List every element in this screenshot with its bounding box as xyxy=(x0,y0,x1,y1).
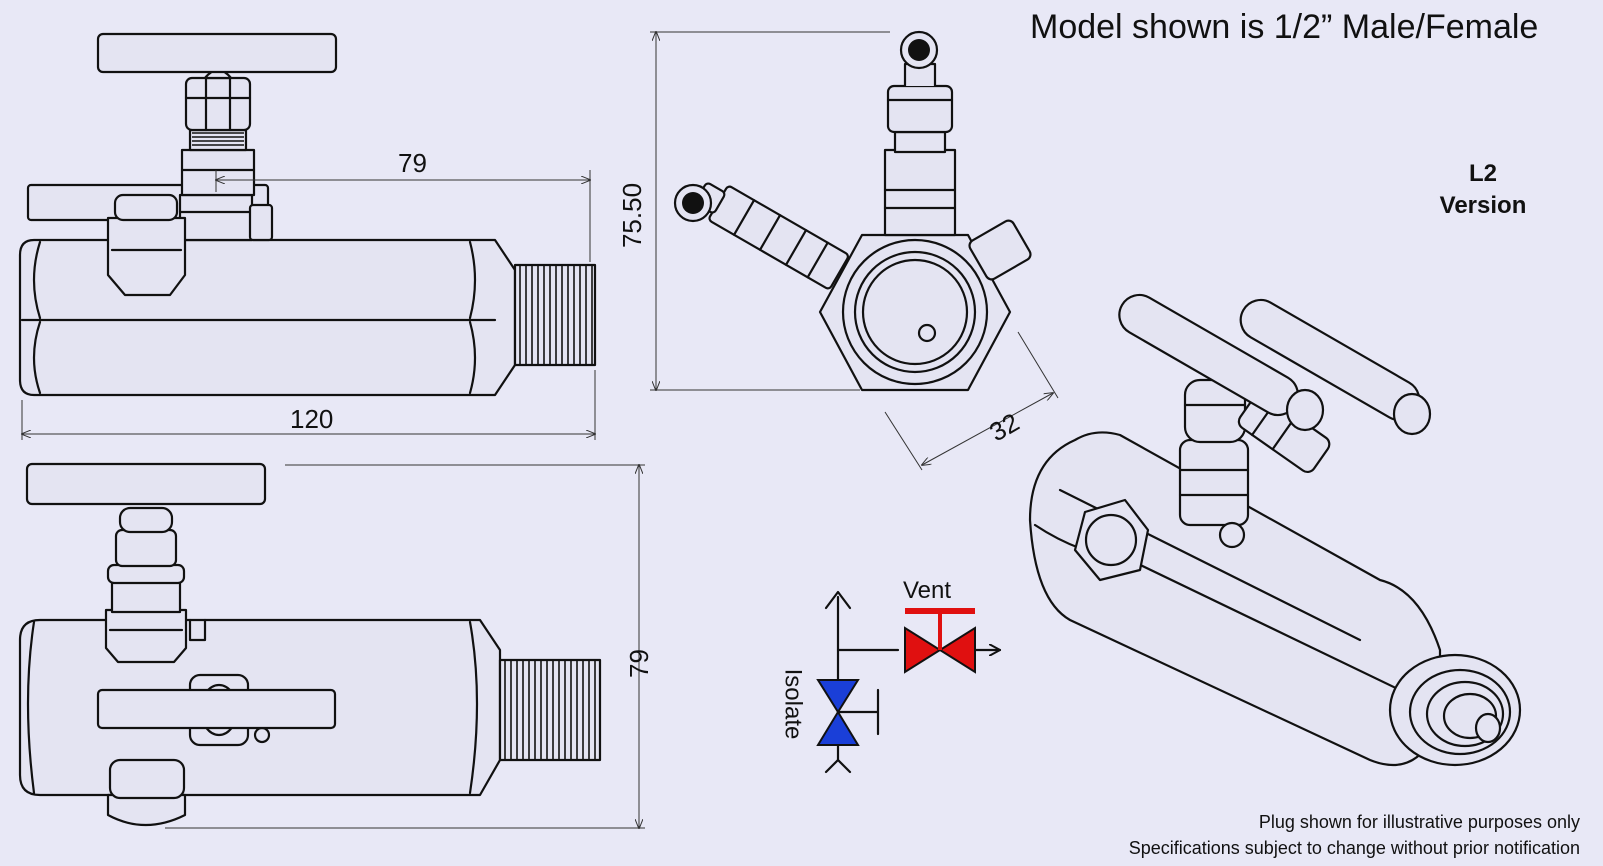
dim-front-height: 75.50 xyxy=(617,182,648,249)
dim-top-height: 79 xyxy=(623,649,654,678)
version-line-1: L2 xyxy=(1468,160,1497,187)
stem-thread xyxy=(192,132,244,146)
side-view xyxy=(18,32,597,440)
dim-side-offset: 79 xyxy=(398,148,427,178)
dim-side-length: 120 xyxy=(290,404,334,434)
front-view xyxy=(650,30,1059,471)
footer-note-1: Plug shown for illustrative purposes onl… xyxy=(1258,812,1580,832)
model-note: Model shown is 1/2” Male/Female xyxy=(1030,8,1539,46)
isolate-valve-symbol xyxy=(816,679,860,714)
vent-valve-symbol xyxy=(904,626,942,674)
side-thread xyxy=(519,266,593,364)
version-line-2: Version xyxy=(1439,192,1527,219)
isometric-view xyxy=(1028,293,1522,767)
isolate-label: Isolate xyxy=(779,668,807,740)
top-view xyxy=(18,462,645,828)
vent-label: Vent xyxy=(903,577,952,604)
valve-schematic xyxy=(816,590,1002,774)
top-thread xyxy=(504,661,596,759)
footer-note-2: Specifications subject to change without… xyxy=(1128,838,1580,858)
